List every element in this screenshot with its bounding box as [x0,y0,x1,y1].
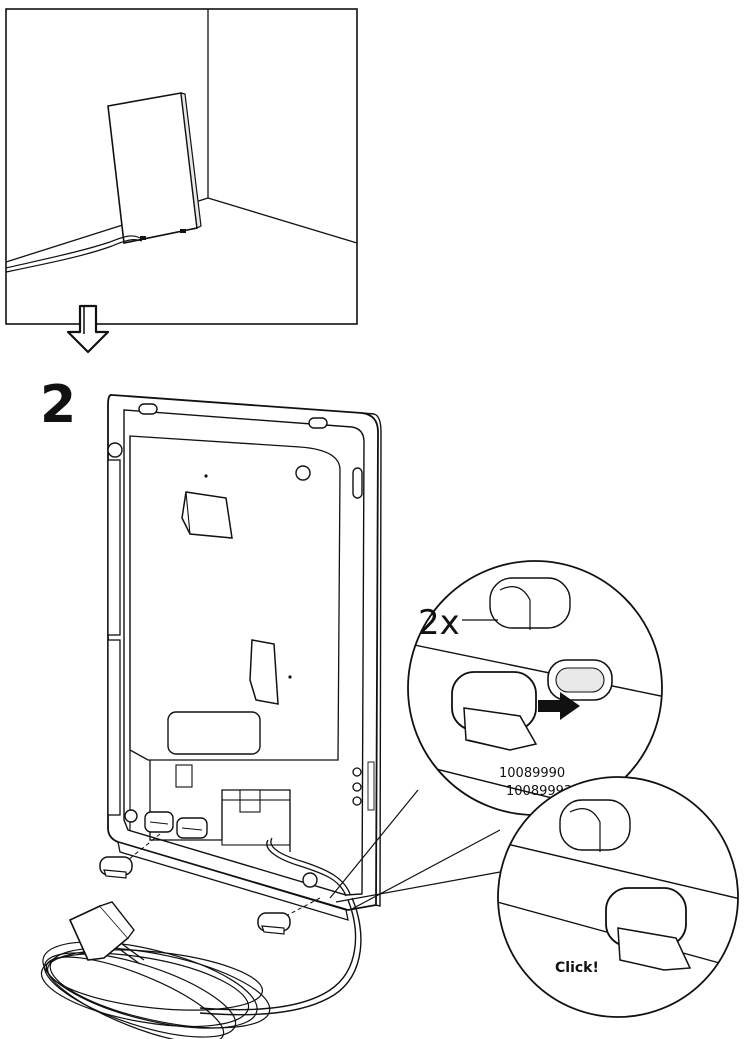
loose-clip-right [257,912,291,935]
previous-step-panel [5,8,358,325]
power-cable [40,897,362,1039]
click-label: Click! [555,960,599,976]
push-direction-arrow-icon [538,692,580,720]
hanging-slot-right [308,417,328,429]
detail-circle-insert-clip [407,560,663,816]
detail-circle-clip-clicked [497,776,739,1018]
panel-leaning-on-wall [107,92,202,244]
panel-back-view [107,394,382,921]
step-number: 2 [40,375,76,435]
hanging-slot-left [138,403,158,415]
quantity-label: 2x [418,603,460,643]
part-number-1: 10089990 [499,766,565,781]
loose-clip-left [99,856,133,879]
next-step-arrow-icon [66,304,110,354]
power-plug-icon [68,901,145,965]
